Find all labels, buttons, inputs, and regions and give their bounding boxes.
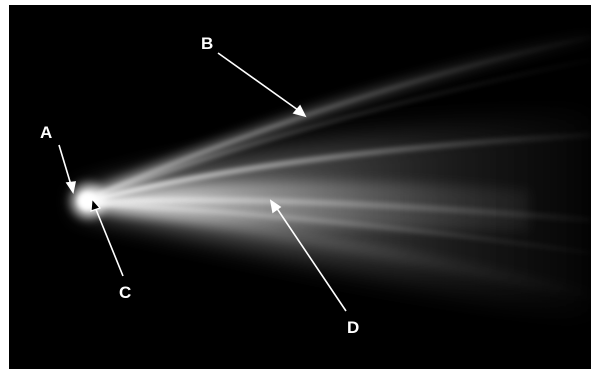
- label-d: D: [347, 319, 359, 336]
- label-a: A: [40, 124, 52, 141]
- label-c: C: [119, 284, 131, 301]
- comet-illustration: [9, 5, 591, 369]
- arrow-a: [59, 145, 75, 192]
- comet-diagram: A B C D: [9, 5, 591, 369]
- arrow-b: [218, 53, 305, 116]
- label-b: B: [201, 35, 213, 52]
